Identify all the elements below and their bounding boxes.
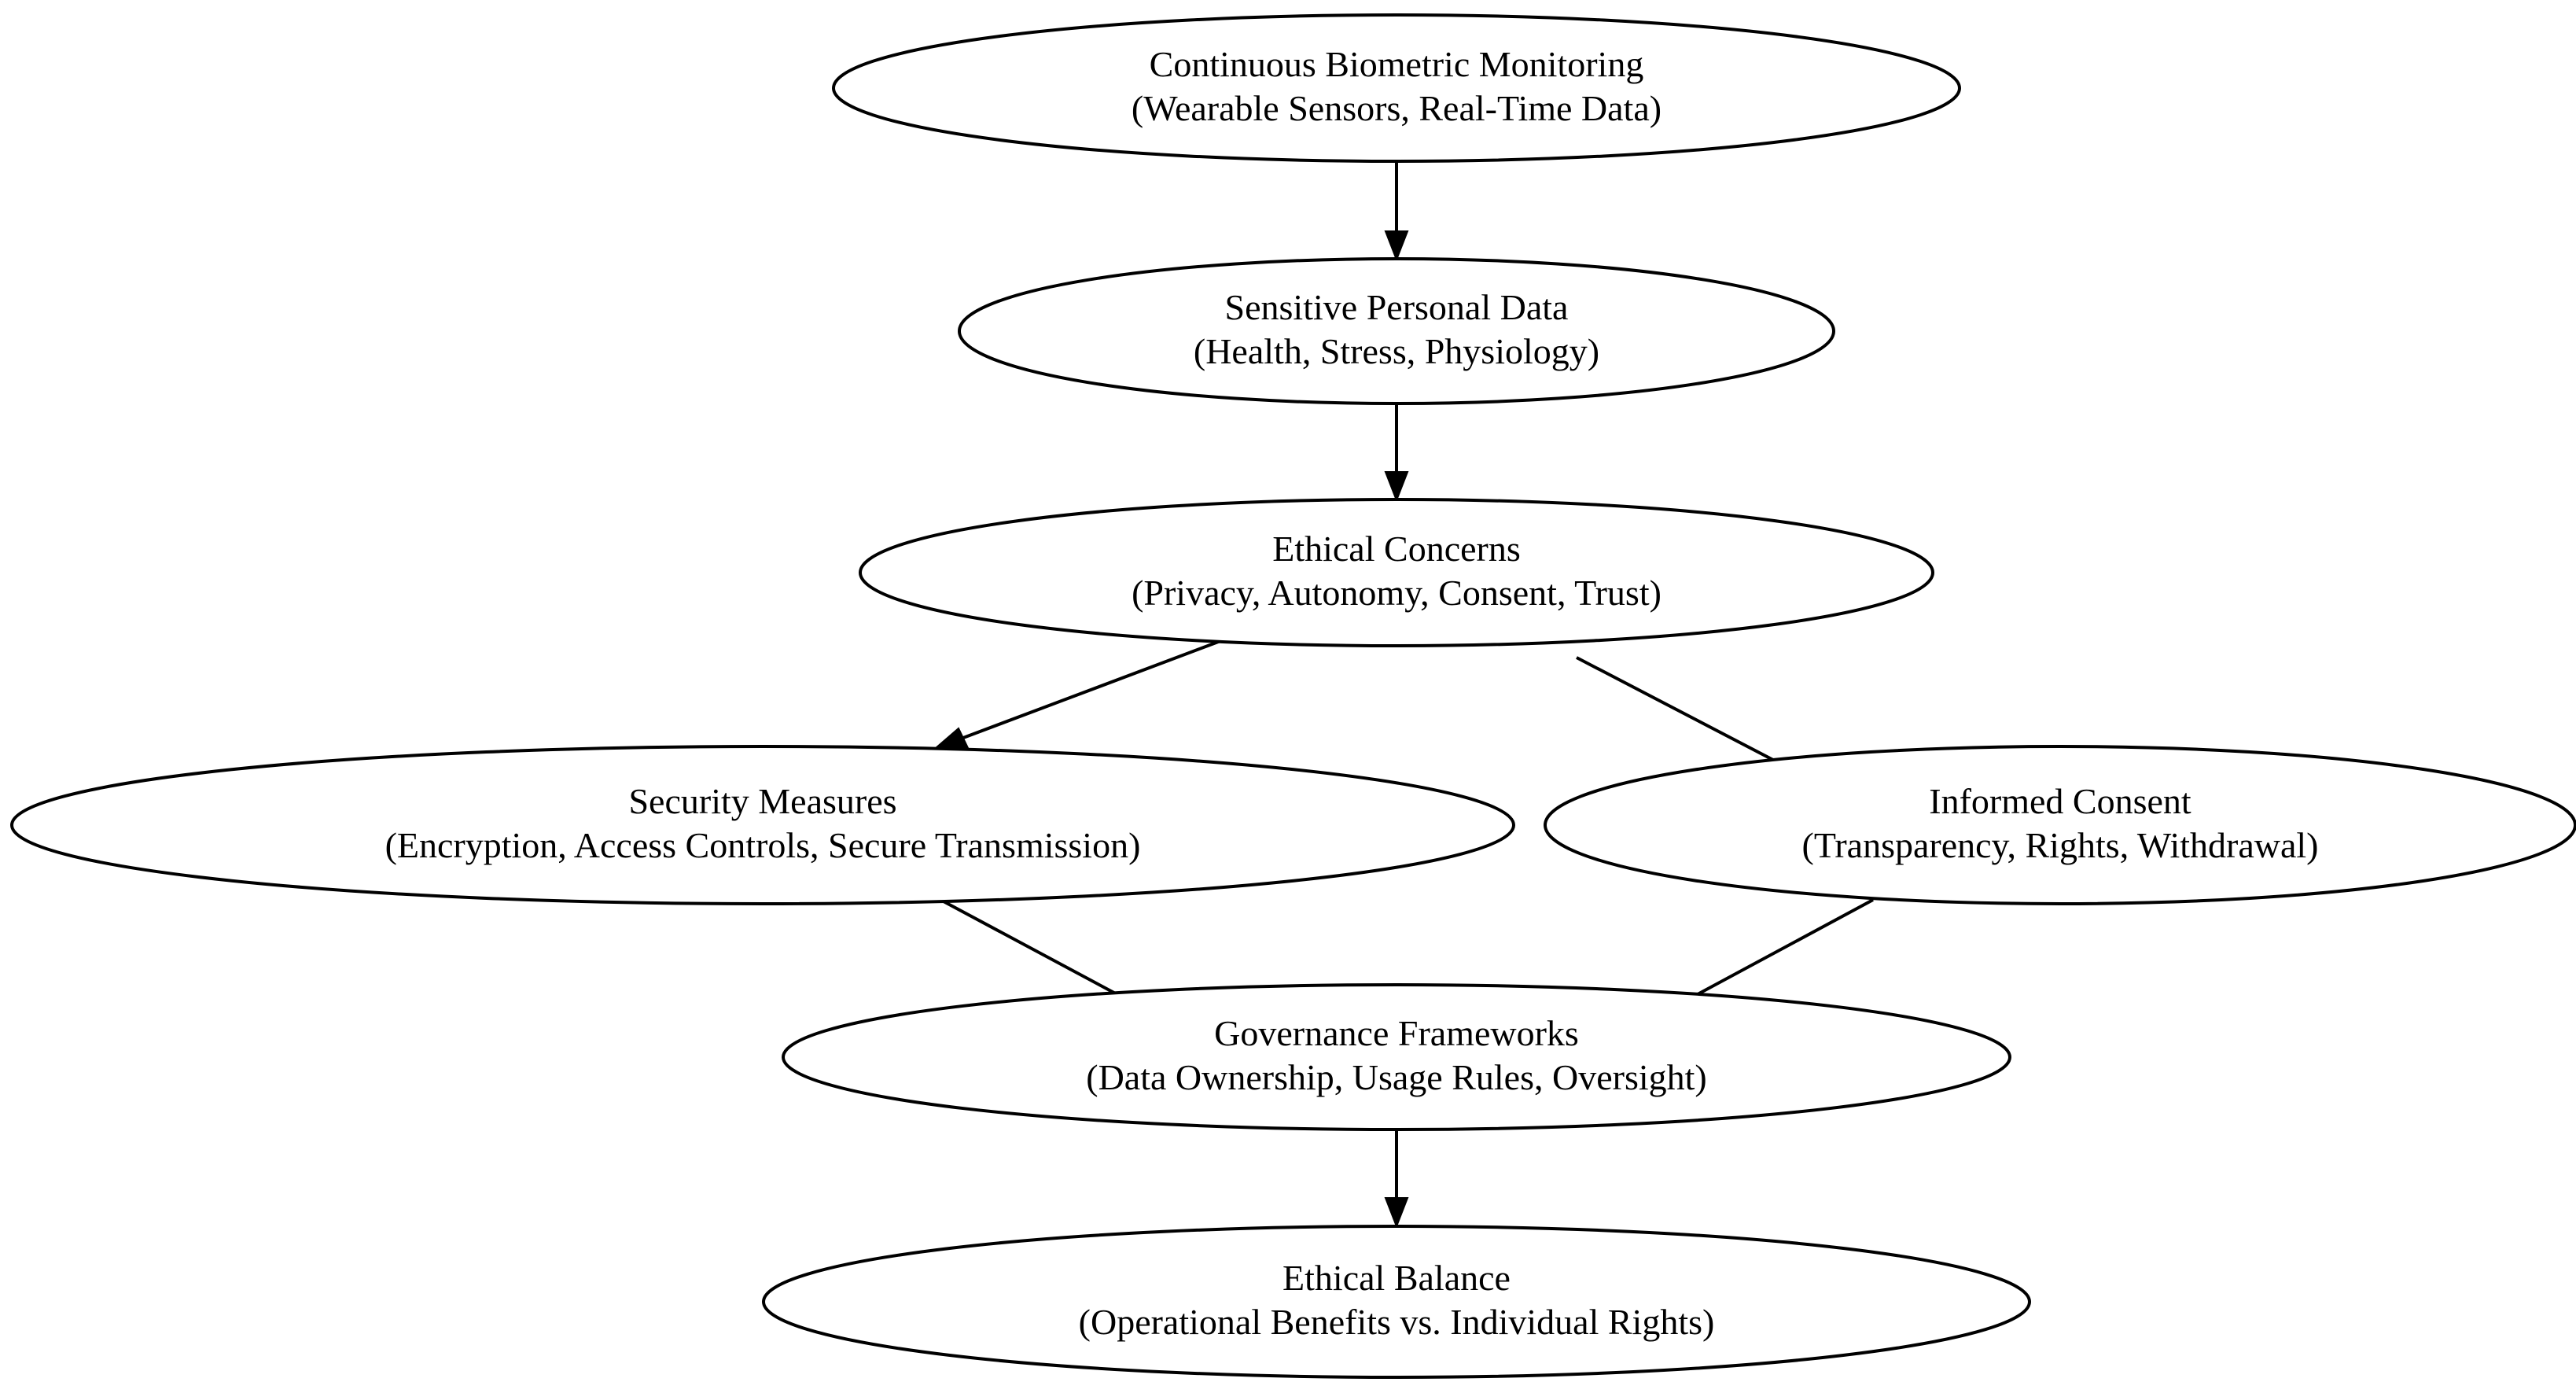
node-label-line-2: (Wearable Sensors, Real-Time Data) (1132, 88, 1662, 128)
edge-continuous-biometric-monitoring-to-sensitive-personal-data (1384, 161, 1409, 262)
node-label: Sensitive Personal Data(Health, Stress, … (1194, 287, 1599, 371)
node-label-line-1: Sensitive Personal Data (1225, 287, 1569, 327)
edge-governance-frameworks-to-ethical-balance (1384, 1130, 1409, 1229)
node-ellipse-shape[interactable] (10, 745, 1515, 905)
edge-line (962, 639, 1221, 739)
node-ellipse-shape[interactable] (782, 983, 2011, 1131)
node-label-line-1: Ethical Concerns (1272, 529, 1521, 569)
node-label-line-2: (Health, Stress, Physiology) (1194, 331, 1599, 371)
node-label: Security Measures(Encryption, Access Con… (385, 781, 1141, 865)
node-ellipse-shape[interactable] (1544, 745, 2576, 905)
node-label-line-2: (Encryption, Access Controls, Secure Tra… (385, 825, 1141, 865)
node-label-line-1: Continuous Biometric Monitoring (1150, 44, 1644, 84)
edge-arrowhead-icon (1384, 471, 1409, 503)
edge-arrowhead-icon (1384, 230, 1409, 262)
node-ellipse-shape[interactable] (958, 257, 1835, 405)
node-ethical-concerns[interactable]: Ethical Concerns(Privacy, Autonomy, Cons… (859, 498, 1934, 647)
node-label-line-1: Ethical Balance (1282, 1258, 1511, 1298)
node-ellipse-shape[interactable] (762, 1225, 2031, 1379)
edge-arrowhead-icon (1384, 1197, 1409, 1229)
node-label-line-2: (Operational Benefits vs. Individual Rig… (1079, 1302, 1715, 1342)
node-label-line-1: Governance Frameworks (1214, 1013, 1579, 1053)
node-ethical-balance[interactable]: Ethical Balance(Operational Benefits vs.… (762, 1225, 2031, 1379)
edge-ethical-concerns-to-security-measures (933, 639, 1221, 749)
node-ellipse-shape[interactable] (832, 13, 1961, 163)
node-informed-consent[interactable]: Informed Consent(Transparency, Rights, W… (1544, 745, 2576, 905)
node-label-line-1: Informed Consent (1929, 781, 2191, 821)
node-security-measures[interactable]: Security Measures(Encryption, Access Con… (10, 745, 1515, 905)
node-sensitive-personal-data[interactable]: Sensitive Personal Data(Health, Stress, … (958, 257, 1835, 405)
node-governance-frameworks[interactable]: Governance Frameworks(Data Ownership, Us… (782, 983, 2011, 1131)
node-label-line-1: Security Measures (628, 781, 896, 821)
node-label: Ethical Concerns(Privacy, Autonomy, Cons… (1132, 529, 1662, 613)
node-ellipse-shape[interactable] (859, 498, 1934, 647)
node-label-line-2: (Privacy, Autonomy, Consent, Trust) (1132, 573, 1662, 613)
node-label: Governance Frameworks(Data Ownership, Us… (1086, 1013, 1706, 1097)
node-label: Ethical Balance(Operational Benefits vs.… (1079, 1258, 1715, 1342)
edge-sensitive-personal-data-to-ethical-concerns (1384, 404, 1409, 503)
node-label: Continuous Biometric Monitoring(Wearable… (1132, 44, 1662, 128)
node-continuous-biometric-monitoring[interactable]: Continuous Biometric Monitoring(Wearable… (832, 13, 1961, 163)
node-label-line-2: (Transparency, Rights, Withdrawal) (1802, 825, 2319, 865)
nodes-layer: Continuous Biometric Monitoring(Wearable… (10, 13, 2576, 1379)
node-label-line-2: (Data Ownership, Usage Rules, Oversight) (1086, 1057, 1706, 1097)
node-label: Informed Consent(Transparency, Rights, W… (1802, 781, 2319, 865)
